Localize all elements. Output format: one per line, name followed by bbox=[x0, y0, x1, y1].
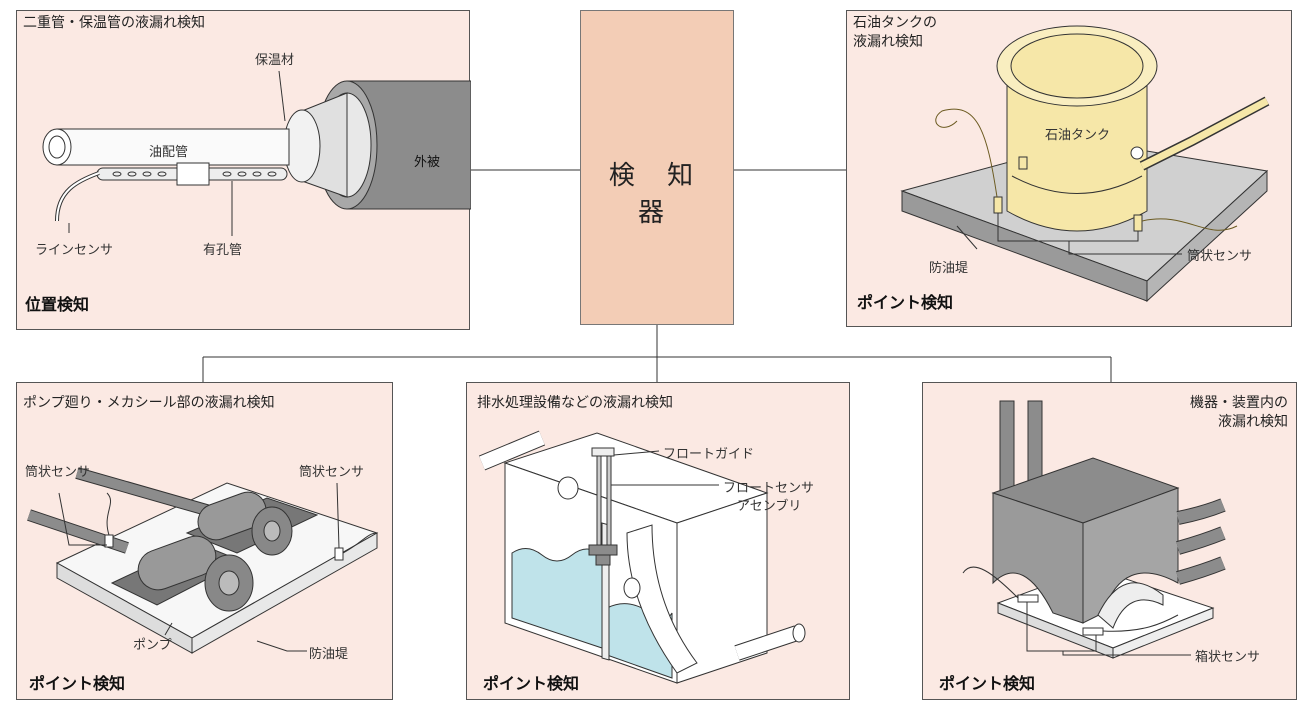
detector-label: 検 知 器 bbox=[608, 161, 706, 228]
label-dike: 防油堤 bbox=[929, 261, 969, 276]
panel-footer: ポイント検知 bbox=[483, 674, 580, 693]
label-perforated-pipe: 有孔管 bbox=[203, 243, 243, 258]
label-oil-pipe: 油配管 bbox=[149, 145, 189, 160]
pipe-illustration bbox=[42, 70, 471, 236]
label-line-sensor: ラインセンサ bbox=[35, 243, 114, 258]
panel-drainage: 排水処理設備などの液漏れ検知 フロートガイド フロートセンサ アセンブリ ポイン… bbox=[466, 382, 850, 700]
panel-pump: ポンプ廻り・メカシール部の液漏れ検知 筒状センサ 筒状センサ ポンプ 防油堤 bbox=[16, 382, 393, 700]
label-tube-sensor-left: 筒状センサ bbox=[25, 465, 91, 480]
detector-box: 検 知 器 bbox=[580, 10, 734, 325]
panel-footer: ポイント検知 bbox=[29, 674, 126, 693]
label-insulation: 保温材 bbox=[255, 53, 295, 68]
panel-footer: ポイント検知 bbox=[857, 293, 954, 312]
label-tube-sensor-right: 筒状センサ bbox=[299, 465, 365, 480]
drainage-illustration bbox=[478, 430, 806, 684]
panel-title-line2: 液漏れ検知 bbox=[853, 34, 923, 50]
panel-title: 二重管・保温管の液漏れ検知 bbox=[23, 15, 205, 31]
panel-title: ポンプ廻り・メカシール部の液漏れ検知 bbox=[23, 395, 275, 411]
label-float-sensor-line2: アセンブリ bbox=[737, 499, 802, 514]
label-tube-sensor: 筒状センサ bbox=[1187, 249, 1253, 264]
panel-title: 排水処理設備などの液漏れ検知 bbox=[477, 395, 673, 411]
tank-illustration bbox=[900, 25, 1270, 303]
panel-title-line2: 液漏れ検知 bbox=[1218, 414, 1288, 430]
label-float-sensor-line1: フロートセンサ bbox=[723, 481, 815, 496]
panel-footer: ポイント検知 bbox=[939, 674, 1036, 693]
panel-double-pipe: 二重管・保温管の液漏れ検知 保温材 油配管 外被 ラインセンサ 有孔管 位置検知 bbox=[16, 10, 471, 330]
panel-footer: 位置検知 bbox=[25, 295, 90, 314]
device-illustration bbox=[962, 400, 1226, 659]
panel-device: 機器・装置内の 液漏れ検知 箱状センサ ポイント検知 bbox=[922, 382, 1297, 700]
pump-illustration bbox=[27, 467, 379, 654]
label-box-sensor: 箱状センサ bbox=[1195, 650, 1261, 665]
label-oil-tank: 石油タンク bbox=[1045, 128, 1111, 143]
panel-oil-tank: 石油タンクの 液漏れ検知 石油タンク 防油堤 筒状センサ ポイント検知 bbox=[846, 10, 1292, 327]
label-dike: 防油堤 bbox=[309, 647, 349, 662]
panel-title-line1: 機器・装置内の bbox=[1190, 395, 1288, 411]
panel-title-line1: 石油タンクの bbox=[853, 15, 937, 31]
label-pump: ポンプ bbox=[133, 638, 172, 653]
label-outer-cover: 外被 bbox=[414, 155, 441, 170]
label-float-guide: フロートガイド bbox=[663, 447, 755, 462]
